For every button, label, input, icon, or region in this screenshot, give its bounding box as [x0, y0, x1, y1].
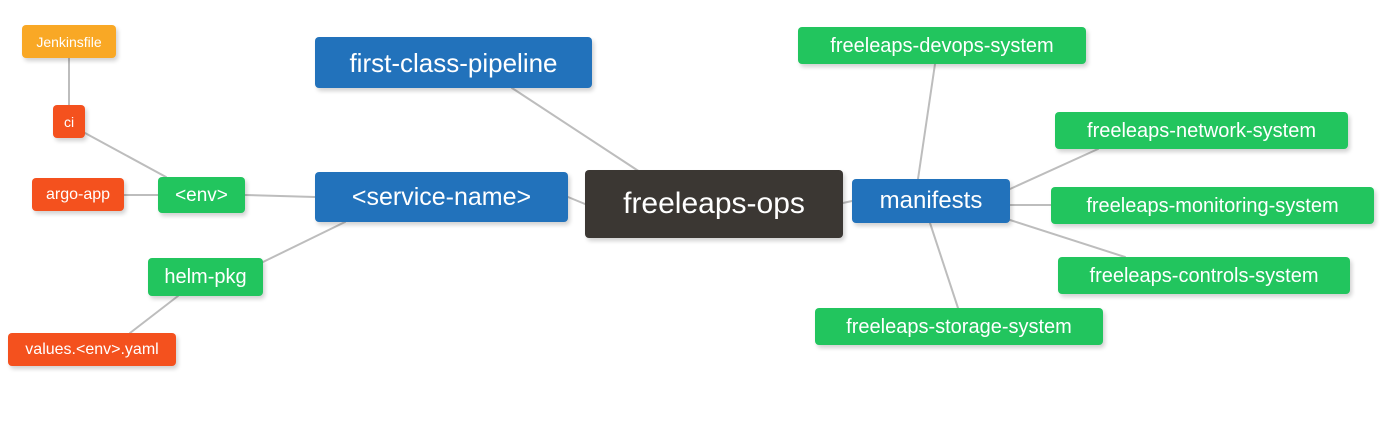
- node-controls-system[interactable]: freeleaps-controls-system: [1058, 257, 1350, 294]
- node-label-root: freeleaps-ops: [623, 187, 805, 220]
- node-label-service-name: <service-name>: [351, 182, 532, 211]
- node-label-helm-pkg: helm-pkg: [164, 266, 247, 288]
- node-label-devops-system: freeleaps-devops-system: [830, 34, 1054, 57]
- node-root[interactable]: freeleaps-ops: [585, 170, 843, 238]
- node-argo-app[interactable]: argo-app: [32, 178, 124, 211]
- edge-service-name-to-helm-pkg: [262, 221, 346, 263]
- node-label-storage-system: freeleaps-storage-system: [846, 315, 1072, 338]
- edge-manifests-to-controls-system: [1009, 219, 1126, 258]
- node-env[interactable]: <env>: [158, 177, 245, 213]
- node-manifests[interactable]: manifests: [852, 179, 1010, 223]
- edge-helm-pkg-to-values-env-yaml: [129, 295, 179, 334]
- node-service-name[interactable]: <service-name>: [315, 172, 568, 222]
- edge-manifests-to-storage-system: [929, 222, 959, 309]
- node-label-ci: ci: [63, 113, 75, 130]
- node-devops-system[interactable]: freeleaps-devops-system: [798, 27, 1086, 64]
- node-first-class-pipeline[interactable]: first-class-pipeline: [315, 37, 592, 88]
- node-label-monitoring-system: freeleaps-monitoring-system: [1086, 194, 1339, 217]
- node-monitoring-system[interactable]: freeleaps-monitoring-system: [1051, 187, 1374, 224]
- edge-root-to-service-name: [567, 196, 586, 205]
- node-label-controls-system: freeleaps-controls-system: [1089, 264, 1319, 287]
- node-label-env: <env>: [175, 184, 228, 206]
- node-network-system[interactable]: freeleaps-network-system: [1055, 112, 1348, 149]
- node-values-env-yaml[interactable]: values.<env>.yaml: [8, 333, 176, 366]
- edge-manifests-to-devops-system: [917, 63, 936, 180]
- node-jenkinsfile[interactable]: Jenkinsfile: [22, 25, 116, 58]
- node-label-argo-app: argo-app: [45, 185, 111, 203]
- node-helm-pkg[interactable]: helm-pkg: [148, 258, 263, 296]
- node-storage-system[interactable]: freeleaps-storage-system: [815, 308, 1103, 345]
- node-ci[interactable]: ci: [53, 105, 85, 138]
- edge-root-to-first-class-pipeline: [511, 87, 641, 173]
- node-label-first-class-pipeline: first-class-pipeline: [349, 47, 558, 78]
- edge-root-to-manifests: [842, 200, 853, 204]
- node-label-jenkinsfile: Jenkinsfile: [36, 33, 102, 50]
- edge-service-name-to-env: [244, 194, 316, 198]
- node-label-network-system: freeleaps-network-system: [1087, 119, 1316, 142]
- node-label-values-env-yaml: values.<env>.yaml: [25, 340, 159, 358]
- edge-env-to-ci: [84, 132, 167, 178]
- edge-manifests-to-network-system: [1009, 148, 1099, 190]
- node-label-manifests: manifests: [879, 187, 983, 214]
